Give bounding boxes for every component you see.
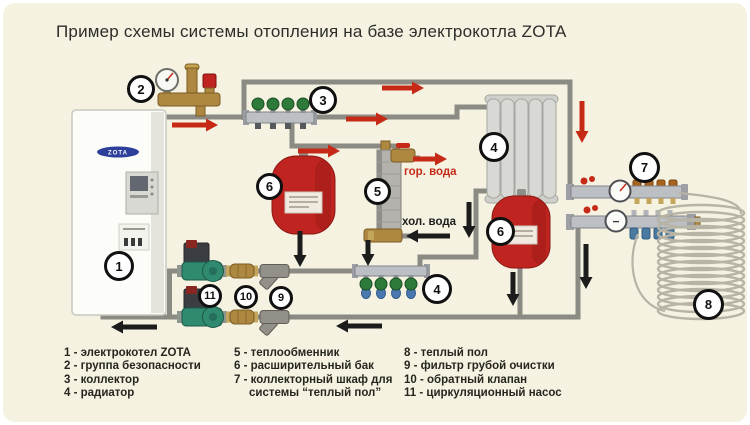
boiler-breaker-label [118, 223, 150, 251]
hx-valve-handle [396, 143, 410, 148]
page-title: Пример схемы системы отопления на базе э… [56, 22, 567, 41]
electric-boiler: ZOTA [71, 109, 167, 316]
callout-filter: 9 [269, 286, 293, 310]
legend-item: 2 - группа безопасности [64, 360, 201, 373]
legend-item: 4 - радиатор [64, 387, 135, 400]
relief-valve-cap [202, 73, 217, 89]
collector-4 [352, 264, 430, 299]
legend-item: 3 - коллектор [64, 373, 140, 386]
callout-safety-group: 2 [127, 75, 155, 103]
pipe-radiator-supply [310, 104, 488, 120]
diagram-canvas: ZOTA [3, 3, 747, 422]
callout-heat-exchanger: 5 [364, 178, 391, 205]
safety-group [155, 63, 221, 117]
flow-arrow-supply-right-2 [346, 112, 388, 126]
flow-arrow-return-riser-down [579, 244, 593, 289]
collector-3-valves [251, 97, 310, 129]
collector-3 [243, 97, 317, 129]
gauge-minus-sign: − [612, 215, 619, 229]
flow-arrow-hx-return-down [361, 240, 375, 266]
legend-item: 1 - электрокотел ZOTA [64, 347, 191, 359]
circulation-pump-1 [177, 240, 227, 282]
legend-item: 11 - циркуляционный насос [404, 387, 562, 400]
floor-manifold-supply [566, 176, 688, 204]
callout-expansion-tank-2: 6 [486, 217, 515, 246]
flow-arrow-supply-right-1 [172, 118, 218, 132]
zota-logo [97, 146, 139, 158]
hot-water-label: гор. вода [404, 166, 457, 178]
manifold-gauge-minus [604, 209, 628, 233]
callout-collector-4: 4 [422, 274, 452, 304]
callout-collector-3: 3 [309, 86, 337, 114]
callout-radiator: 4 [479, 132, 509, 162]
cold-water-label: хол. вода [402, 216, 457, 228]
callout-floor-manifold: 7 [629, 152, 660, 183]
strainer-filter-1 [259, 264, 290, 290]
flow-arrow-top-right [382, 81, 424, 95]
flow-arrow-tank2-down [506, 272, 520, 306]
legend-item: 10 - обратный клапан [404, 373, 528, 386]
legend-item: 8 - теплый пол [404, 347, 488, 359]
callout-floor-coil: 8 [693, 289, 724, 320]
flow-arrow-bottom-left-2 [111, 320, 157, 334]
zota-logo-text: ZOTA [108, 151, 128, 157]
callout-check-valve: 10 [234, 285, 258, 309]
legend-item: 6 - расширительный бак [234, 360, 374, 373]
floor-heating-coil [631, 191, 746, 321]
legend-column-1: 1 - электрокотел ZOTA 2 - группа безопас… [64, 347, 201, 401]
callout-boiler: 1 [104, 251, 134, 281]
flow-arrow-riser-down [575, 101, 589, 143]
legend-column-2: 5 - теплообменник 6 - расширительный бак… [234, 347, 425, 401]
pipe-radiator-return [417, 188, 488, 268]
callout-pump: 11 [198, 284, 222, 308]
flow-arrow-hot-water [413, 152, 447, 166]
collector-4-valves [359, 275, 418, 299]
flow-arrow-bottom-left-1 [336, 319, 382, 333]
flow-arrow-hx-supply [298, 144, 340, 158]
legend-item: 9 - фильтр грубой очистки [404, 360, 555, 373]
flow-arrow-tank1-down [293, 231, 307, 267]
heating-schematic: ZOTA [71, 63, 746, 336]
legend-item: 5 - теплообменник [234, 347, 340, 359]
check-valve-2 [226, 309, 258, 325]
legend-column-3: 8 - теплый пол 9 - фильтр грубой очистки… [404, 347, 562, 401]
legend-item: 7 - коллекторный шкаф для системы “теплы… [234, 373, 393, 400]
check-valve-1 [226, 263, 258, 279]
callout-expansion-tank-1: 6 [256, 173, 283, 200]
strainer-filter-2 [259, 310, 290, 336]
flow-arrow-radiator-return-down [462, 202, 476, 238]
flow-arrow-cold-water [406, 229, 450, 243]
